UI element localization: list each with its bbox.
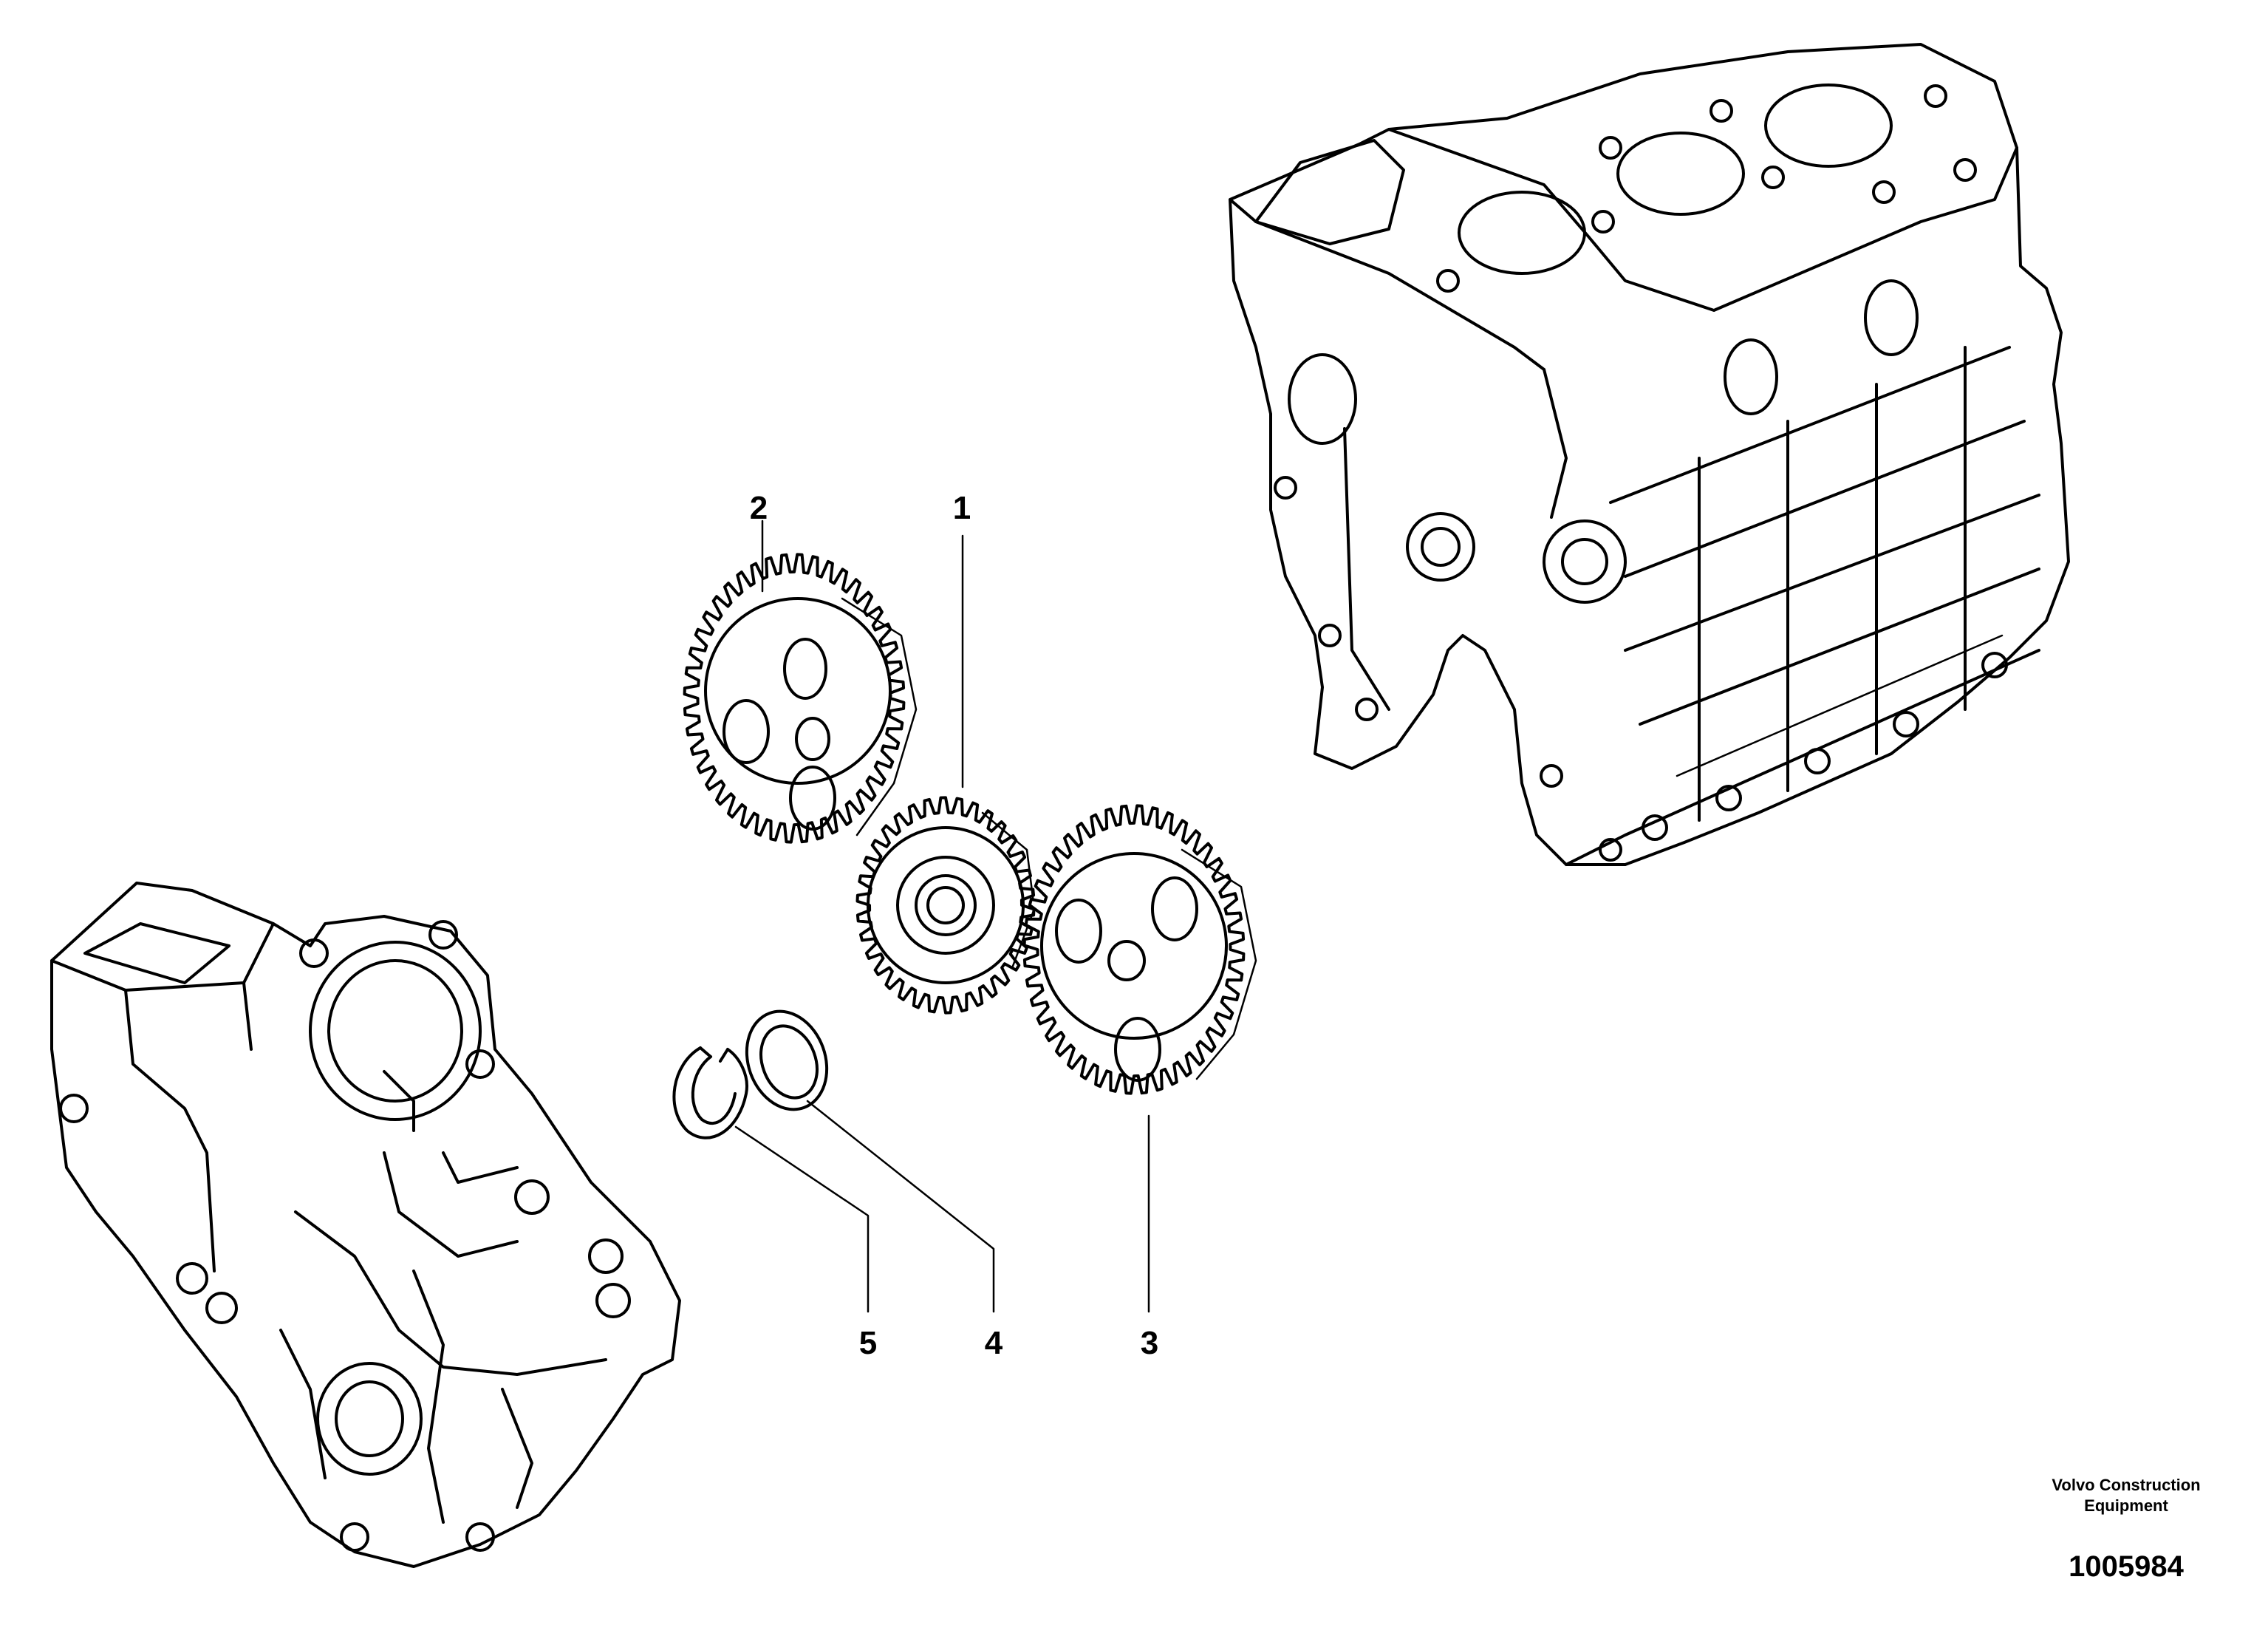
gear-3 [1022,804,1257,1095]
leader-lines [734,519,1150,1313]
brand-line-2: Equipment [2084,1496,2168,1515]
gear-case-cover [50,882,681,1568]
leader-line-4 [806,1100,995,1313]
leader-line-5 [734,1125,870,1313]
circlip-5 [672,1046,748,1139]
brand-line-1: Volvo Construction [2052,1476,2201,1494]
drawing-number: 1005984 [2069,1550,2184,1583]
brand-caption: Volvo Construction Equipment [2030,1475,2222,1516]
callout-part-5: 5 [858,1325,878,1361]
callout-part-3: 3 [1140,1325,1159,1361]
thrust-washer-4 [745,1009,829,1111]
callout-part-4: 4 [984,1325,1003,1361]
callout-part-2: 2 [749,490,768,526]
gear-2 [683,553,918,844]
gear-1 [855,796,1036,1015]
callout-part-1: 1 [952,490,971,526]
engine-block [1229,43,2070,866]
